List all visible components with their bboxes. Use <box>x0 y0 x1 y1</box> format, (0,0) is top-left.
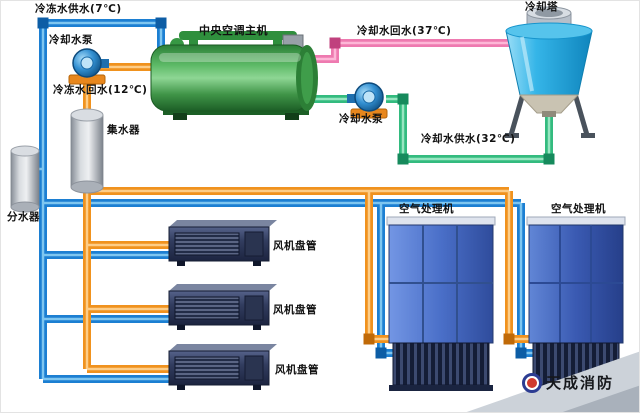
label-fan-coil-1: 风机盘管 <box>273 240 317 252</box>
cooling-tower <box>505 6 595 138</box>
label-fan-coil-2: 风机盘管 <box>273 304 317 316</box>
chilled-water-pump <box>68 48 109 85</box>
label-ahu-2: 空气处理机 <box>551 203 606 215</box>
chiller-unit <box>150 31 318 120</box>
label-chilled-return: 冷冻水回水(12℃) <box>53 84 148 96</box>
fan-coil-unit-1 <box>168 220 277 266</box>
label-cooling-supply: 冷却水供水(32℃) <box>421 133 516 145</box>
label-ahu-1: 空气处理机 <box>399 203 454 215</box>
fan-coil-unit-2 <box>168 284 277 330</box>
label-chilled-water-pump: 冷却水泵 <box>49 34 93 46</box>
watermark-corner <box>466 351 639 412</box>
label-cooling-tower: 冷却塔 <box>525 1 558 13</box>
label-distributor: 分水器 <box>7 211 40 223</box>
label-chilled-supply: 冷冻水供水(7℃) <box>35 3 122 15</box>
label-cooling-water-pump: 冷却水泵 <box>339 113 383 125</box>
watermark-text: 天成消防 <box>546 374 615 392</box>
label-chiller: 中央空调主机 <box>199 24 268 37</box>
label-fan-coil-3: 风机盘管 <box>275 364 319 376</box>
air-handling-unit-1 <box>386 216 496 391</box>
cooling-water-pump <box>347 82 388 119</box>
watermark-logo-icon <box>522 373 542 393</box>
label-cooling-return: 冷却水回水(37℃) <box>357 25 452 37</box>
fan-coil-unit-3 <box>168 344 277 390</box>
distributor-tank <box>10 145 40 213</box>
label-collector: 集水器 <box>107 124 140 136</box>
collector-tank <box>70 108 104 194</box>
